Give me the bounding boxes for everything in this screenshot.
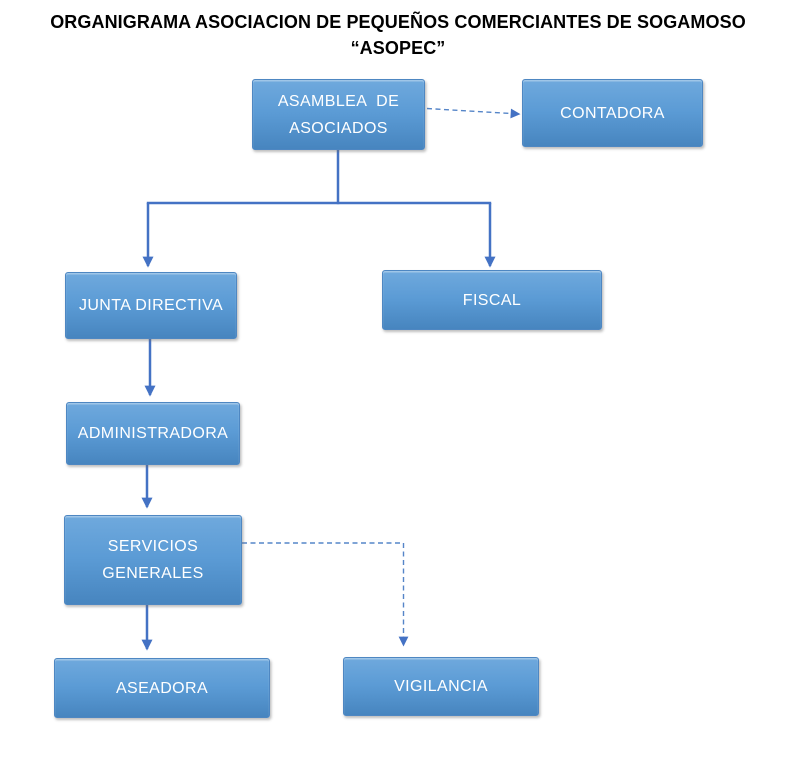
node-aseadora: ASEADORA [54, 658, 270, 718]
node-contadora: CONTADORA [522, 79, 703, 147]
title-line1: ORGANIGRAMA ASOCIACION DE PEQUEÑOS COMER… [50, 12, 746, 32]
title-line2: “ASOPEC” [350, 38, 446, 58]
node-junta-directiva: JUNTA DIRECTIVA [65, 272, 237, 339]
node-vigilancia: VIGILANCIA [343, 657, 539, 716]
edge-servicios-vigilancia [242, 542, 409, 647]
node-servicios-generales: SERVICIOS GENERALES [64, 515, 242, 605]
node-administradora: ADMINISTRADORA [66, 402, 240, 465]
page-title: ORGANIGRAMA ASOCIACION DE PEQUEÑOS COMER… [0, 9, 796, 61]
edge-asamblea-contadora [426, 107, 521, 119]
node-fiscal: FISCAL [382, 270, 602, 330]
node-asamblea-de-asociados: ASAMBLEA DE ASOCIADOS [252, 79, 425, 150]
